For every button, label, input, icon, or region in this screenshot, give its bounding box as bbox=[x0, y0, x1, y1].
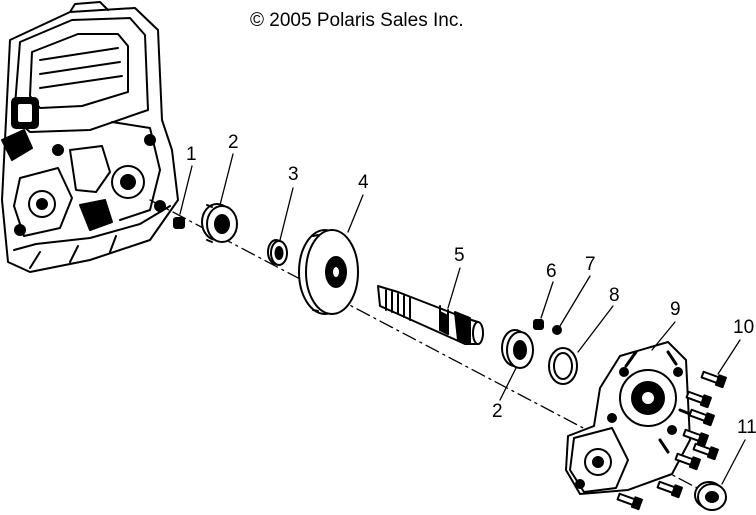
callout-11: 11 bbox=[737, 417, 756, 438]
part-2-bearing-lower bbox=[501, 329, 534, 369]
part-2-bearing-upper bbox=[201, 203, 238, 243]
callout-2-upper: 2 bbox=[228, 132, 239, 153]
callout-9: 9 bbox=[670, 299, 681, 320]
callout-3: 3 bbox=[288, 164, 299, 185]
part-6-pin bbox=[533, 319, 544, 330]
callout-8: 8 bbox=[609, 285, 620, 306]
callout-10: 10 bbox=[733, 317, 755, 338]
callout-2-lower: 2 bbox=[492, 401, 503, 422]
callout-4: 4 bbox=[358, 172, 369, 193]
callout-6: 6 bbox=[546, 261, 557, 282]
callout-5: 5 bbox=[454, 245, 465, 266]
part-1-nut bbox=[173, 217, 185, 229]
leader-lines bbox=[179, 153, 746, 485]
part-7-washer bbox=[552, 325, 562, 335]
part-8-oring bbox=[548, 347, 578, 385]
callout-7: 7 bbox=[585, 254, 596, 275]
callout-1: 1 bbox=[186, 144, 197, 165]
transmission-case bbox=[1, 1, 179, 273]
part-10-bolts bbox=[616, 370, 727, 511]
copyright-notice: © 2005 Polaris Sales Inc. bbox=[250, 10, 464, 31]
part-11-seal bbox=[694, 481, 727, 511]
part-4-gear bbox=[298, 229, 359, 315]
part-3-seal bbox=[267, 239, 288, 266]
part-5-shaft bbox=[377, 285, 484, 345]
part-9-cover bbox=[565, 341, 692, 495]
